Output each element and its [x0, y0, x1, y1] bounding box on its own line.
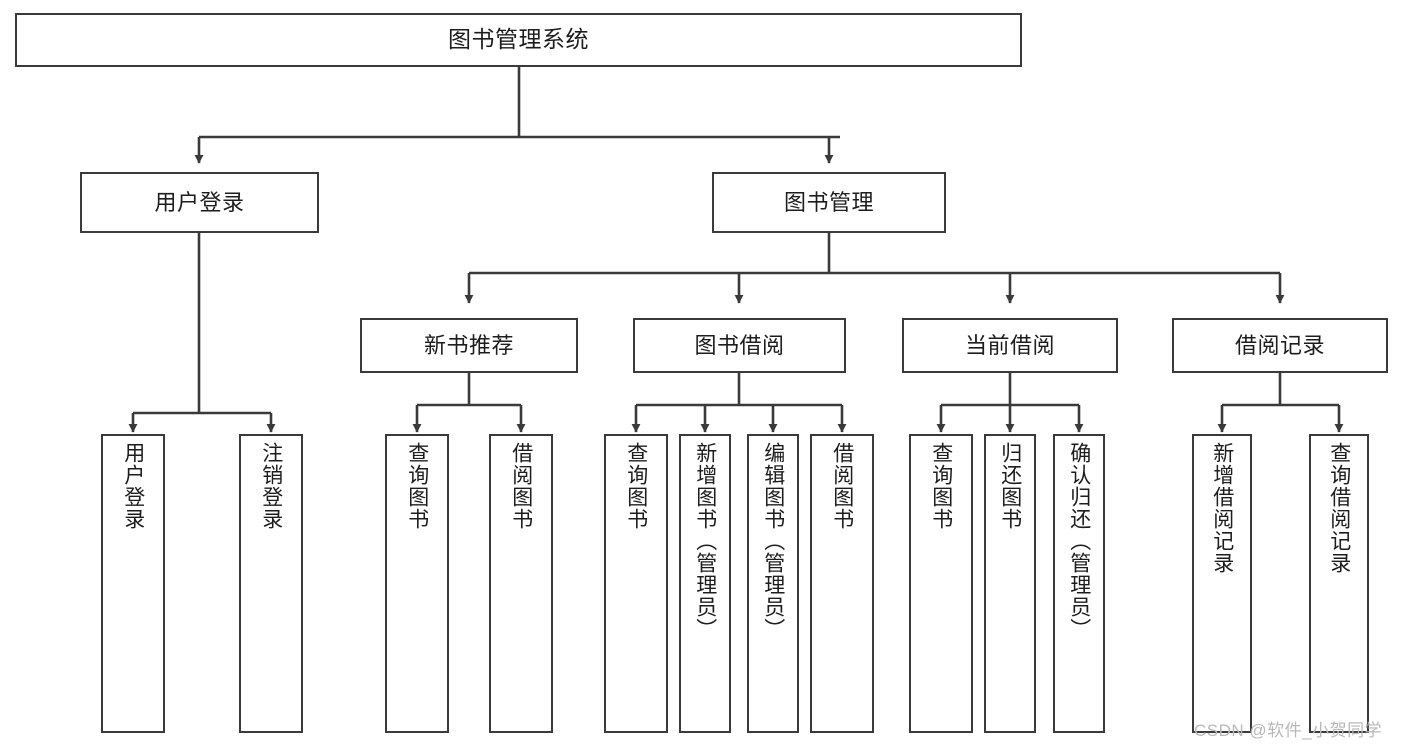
node-label: 编辑图书（管理员）	[761, 442, 785, 640]
node-label: 当前借阅	[964, 332, 1055, 358]
node-label: 图书管理	[783, 189, 874, 215]
node-leaf-logout[interactable]: 注销登录	[239, 434, 303, 733]
node-leaf-edit-book-admin[interactable]: 编辑图书（管理员）	[747, 434, 799, 733]
node-label: 用户登录	[154, 189, 245, 215]
node-leaf-query-book-borrow[interactable]: 查询图书	[604, 434, 668, 733]
node-label: 图书借阅	[694, 332, 785, 358]
node-label: 查询借阅记录	[1327, 442, 1351, 574]
node-label: 查询图书	[405, 442, 429, 530]
node-leaf-query-book-current[interactable]: 查询图书	[909, 434, 973, 733]
node-label: 新增图书（管理员）	[693, 442, 717, 640]
node-leaf-return-book[interactable]: 归还图书	[984, 434, 1036, 733]
node-label: 用户登录	[121, 442, 145, 530]
node-root-book-management-system[interactable]: 图书管理系统	[15, 13, 1022, 67]
node-label: 借阅图书	[509, 442, 533, 530]
node-leaf-borrow-book-newrec[interactable]: 借阅图书	[489, 434, 553, 733]
node-new-book-recommendation[interactable]: 新书推荐	[360, 318, 578, 373]
node-book-borrowing[interactable]: 图书借阅	[633, 318, 846, 373]
node-leaf-query-borrow-record[interactable]: 查询借阅记录	[1309, 434, 1369, 733]
node-leaf-borrow-book-borrow[interactable]: 借阅图书	[810, 434, 874, 733]
node-label: 查询图书	[624, 442, 648, 530]
csdn-watermark: CSDN @软件_小贺同学	[1194, 721, 1383, 740]
node-label: 借阅图书	[830, 442, 854, 530]
node-leaf-add-borrow-record[interactable]: 新增借阅记录	[1192, 434, 1252, 733]
node-leaf-user-login[interactable]: 用户登录	[101, 434, 165, 733]
node-leaf-confirm-return-admin[interactable]: 确认归还（管理员）	[1053, 434, 1105, 733]
node-label: 新书推荐	[423, 332, 514, 358]
node-label: 图书管理系统	[448, 26, 589, 53]
node-current-borrowing[interactable]: 当前借阅	[902, 318, 1118, 373]
node-label: 借阅记录	[1234, 332, 1325, 358]
node-label: 查询图书	[929, 442, 953, 530]
node-leaf-add-book-admin[interactable]: 新增图书（管理员）	[679, 434, 731, 733]
node-borrowing-record[interactable]: 借阅记录	[1172, 318, 1388, 373]
node-label: 新增借阅记录	[1210, 442, 1234, 574]
node-user-login[interactable]: 用户登录	[80, 172, 319, 233]
node-leaf-query-book-newrec[interactable]: 查询图书	[385, 434, 449, 733]
node-label: 确认归还（管理员）	[1067, 442, 1091, 640]
node-label: 归还图书	[998, 442, 1022, 530]
node-book-management[interactable]: 图书管理	[712, 172, 946, 233]
node-label: 注销登录	[259, 442, 283, 530]
